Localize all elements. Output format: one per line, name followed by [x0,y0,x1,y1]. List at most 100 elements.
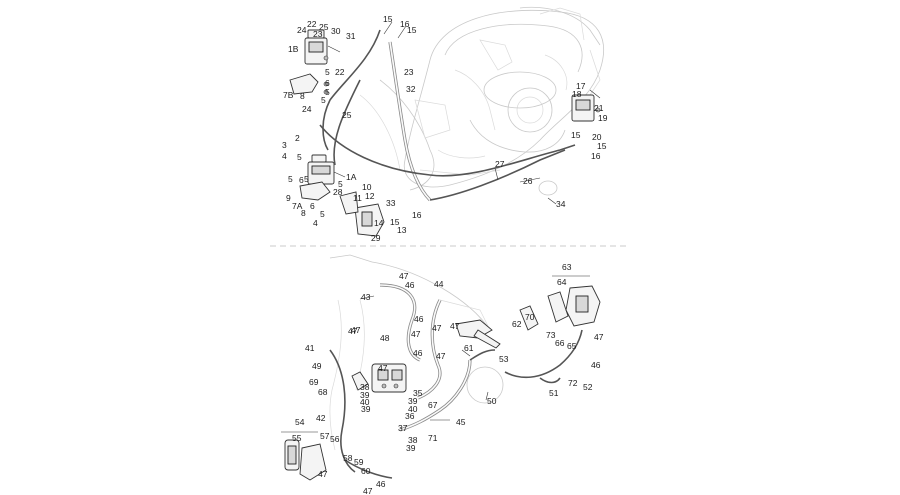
callout: 46 [413,348,423,358]
callout: 21 [594,103,604,113]
rear-switch-62 [519,305,539,331]
abs-modulator-top [571,94,601,122]
callout: 17 [576,81,586,91]
callout: 28 [333,187,343,197]
callout: 45 [456,417,466,427]
bracket-7b [289,73,319,95]
callout: 15 [571,130,581,140]
callout: 47 [399,271,409,281]
callout: 5 [297,152,302,162]
callout: 69 [309,377,319,387]
callout: 48 [380,333,390,343]
callout: 66 [555,338,565,348]
callout: 40 [408,404,418,414]
callout: 41 [305,343,315,353]
callout: 27 [495,159,505,169]
callout: 23 [313,29,323,39]
callout: 62 [512,319,522,329]
callout: 29 [371,233,381,243]
leader-lines [327,21,601,421]
callout: 1B [288,44,299,54]
callout: 15 [383,14,393,24]
front-lever-assembly [455,319,501,349]
callout: 49 [312,361,322,371]
callout: 70 [525,312,535,322]
callout: 39 [361,404,371,414]
front-caliper-63 [547,275,601,327]
callout: 15 [407,25,417,35]
callout: 22 [307,19,317,29]
callout: 46 [591,360,601,370]
callout: 23 [404,67,414,77]
callout: 6 [299,175,304,185]
callout: 68 [318,387,328,397]
callout: 40 [360,397,370,407]
callout: 3 [282,140,287,150]
callout: 18 [572,89,582,99]
callout: 5 [304,174,309,184]
callout: 1A [346,172,357,182]
callout: 38 [408,435,418,445]
abs-hydraulic-unit [371,363,407,393]
callout: 16 [591,151,601,161]
callout: 8 [300,91,305,101]
callout: 33 [386,198,396,208]
callout: 35 [413,388,423,398]
callout: 42 [316,413,326,423]
callout: 50 [487,396,497,406]
callout: 63 [562,262,572,272]
callout: 46 [376,479,386,489]
callout: 47 [594,332,604,342]
callout: 39 [360,390,370,400]
callout: 47 [378,363,388,373]
bracket-7a [299,181,331,201]
callout: 26 [523,176,533,186]
callout: 6 [310,201,315,211]
callout: 52 [583,382,593,392]
callout: 39 [406,443,416,453]
callout: 5 [320,209,325,219]
callout: 46 [405,280,415,290]
master-cylinder-1b [304,29,329,65]
callout: 9 [286,193,291,203]
callout: 24 [297,25,307,35]
callout: 71 [428,433,438,443]
callout: 46 [414,314,424,324]
callout: 55 [292,433,302,443]
master-cylinder-1a [307,154,335,185]
callout: 25 [342,110,352,120]
callout: 5 [325,87,330,97]
callout: 24 [302,104,312,114]
callout: 20 [592,132,602,142]
rear-caliper-54 [281,431,327,481]
callout: 25 [319,22,329,32]
callout: 7B [283,90,294,100]
brake-caliper-front [339,191,385,237]
scooter-frame-outline [359,6,604,191]
callout: 39 [408,396,418,406]
callout: 31 [346,31,356,41]
callout: 34 [556,199,566,209]
callout: 54 [295,417,305,427]
callout: 22 [335,67,345,77]
callout: 7A [292,201,303,211]
brake-hoses-bottom [329,283,583,479]
callout: 11 [353,193,362,203]
callout: 10 [362,182,372,192]
callout: 19 [598,113,608,123]
callout: 6 [325,78,330,88]
callout: 43 [361,292,371,302]
callout: 36 [405,411,415,421]
callout: 5 [321,95,326,105]
callout: 47 [318,469,328,479]
callout: 61 [464,343,474,353]
callout: 5 [288,174,293,184]
callout: 60 [361,466,371,476]
callout: 12 [365,191,375,201]
callout: 58 [343,453,353,463]
bracket-69 [351,371,369,391]
handlebar-ghost [329,254,504,451]
callout: 47 [348,326,358,336]
callout: 4 [282,151,287,161]
